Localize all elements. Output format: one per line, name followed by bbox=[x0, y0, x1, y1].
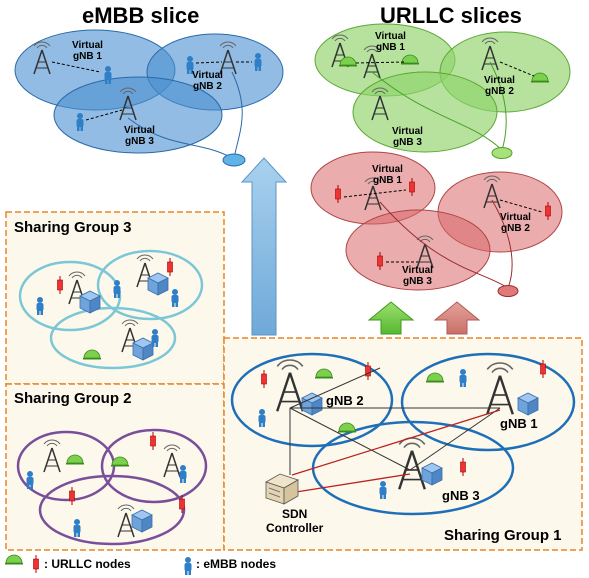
urllc-green-up-arrow bbox=[367, 301, 415, 335]
base-station-icon bbox=[79, 290, 101, 314]
green-db-icon bbox=[491, 147, 513, 159]
base-station-icon bbox=[131, 509, 153, 533]
urllc-red-up-arrow bbox=[433, 301, 481, 335]
urllc-red-slice bbox=[310, 151, 563, 297]
embb-db-icon bbox=[222, 153, 246, 167]
green-virtual-gnb3-cell bbox=[352, 71, 498, 153]
sharing-group-3-box bbox=[5, 211, 225, 385]
sharing-group-2-label: Sharing Group 2 bbox=[14, 390, 132, 407]
sharing-group-2-cells bbox=[16, 428, 208, 546]
gnb2-label: gNB 2 bbox=[326, 393, 364, 408]
gnb1-base-station-icon bbox=[517, 392, 539, 416]
embb-slice bbox=[14, 29, 284, 167]
legend-urllc-label: : URLLC nodes bbox=[44, 557, 131, 571]
gnb2-base-station-icon bbox=[301, 392, 323, 416]
embb-virtual-gnb3-cell bbox=[53, 76, 223, 154]
red-virtual-gnb3-cell bbox=[345, 209, 491, 291]
sharing-group-3-label: Sharing Group 3 bbox=[14, 219, 132, 236]
legend-urllc-antenna-icon bbox=[33, 554, 39, 574]
embb-up-arrow bbox=[240, 157, 288, 336]
base-station-icon bbox=[132, 337, 154, 361]
red-db-icon bbox=[497, 285, 519, 297]
gnb1-label: gNB 1 bbox=[500, 416, 538, 431]
urllc-green-slice bbox=[314, 23, 571, 159]
legend-urllc-hat-icon bbox=[4, 554, 24, 565]
sdn-controller-icon bbox=[265, 473, 299, 505]
urllc-slices-title: URLLC slices bbox=[380, 3, 522, 28]
sharing-group-1-label: Sharing Group 1 bbox=[444, 527, 562, 544]
gnb3-label: gNB 3 bbox=[442, 488, 480, 503]
legend-embb-label: : eMBB nodes bbox=[196, 557, 277, 571]
gnb3-base-station-icon bbox=[421, 462, 443, 486]
sharing-group-3-cells bbox=[18, 249, 204, 370]
base-station-icon bbox=[147, 272, 169, 296]
embb-slice-title: eMBB slice bbox=[82, 3, 200, 28]
sharing-group-1-cells bbox=[230, 352, 576, 516]
legend-embb-person-icon bbox=[184, 557, 192, 575]
